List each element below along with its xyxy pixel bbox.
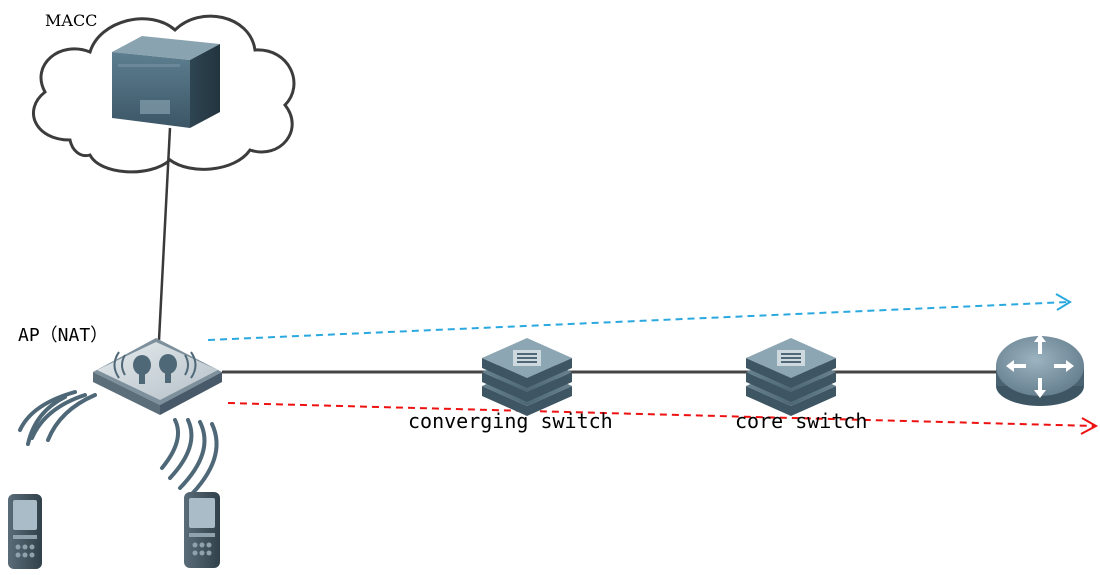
converging-switch-label: converging switch [408,409,613,433]
switch-icon [746,338,836,416]
switch-icon [482,338,572,416]
server-icon [112,36,220,128]
access-point-icon [93,338,222,415]
phone-icon [8,494,42,569]
link-macc-ap [157,127,172,341]
wireless-signal-icon [18,390,97,446]
downstream-path-arrow [227,402,1099,435]
access-point-label: AP（NAT） [18,325,109,346]
cloud-label: MACC [45,11,98,30]
router-icon [996,334,1084,406]
core-switch-label: core switch [735,409,868,433]
phone-icon [184,492,220,568]
wireless-signal-icon [160,418,219,500]
upstream-path-arrow [207,293,1072,341]
